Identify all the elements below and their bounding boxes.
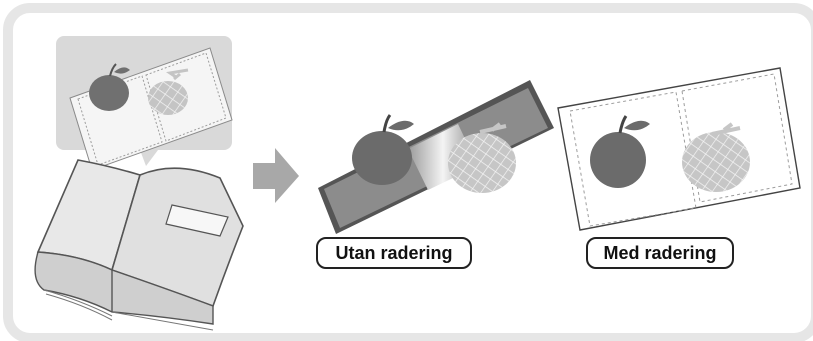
apple-icon xyxy=(89,63,130,111)
result-without-erase xyxy=(318,80,554,234)
melon-icon xyxy=(682,122,750,192)
apple-icon xyxy=(590,115,650,188)
melon-icon xyxy=(448,122,516,193)
arrow-right-icon xyxy=(253,148,299,203)
melon-icon xyxy=(148,68,189,115)
result-with-erase xyxy=(557,67,801,231)
open-book-icon xyxy=(34,159,244,331)
label-without-erase: Utan radering xyxy=(316,237,472,269)
original-page-thumbnail xyxy=(69,47,233,171)
label-with-erase: Med radering xyxy=(586,237,734,269)
apple-icon xyxy=(352,114,414,185)
